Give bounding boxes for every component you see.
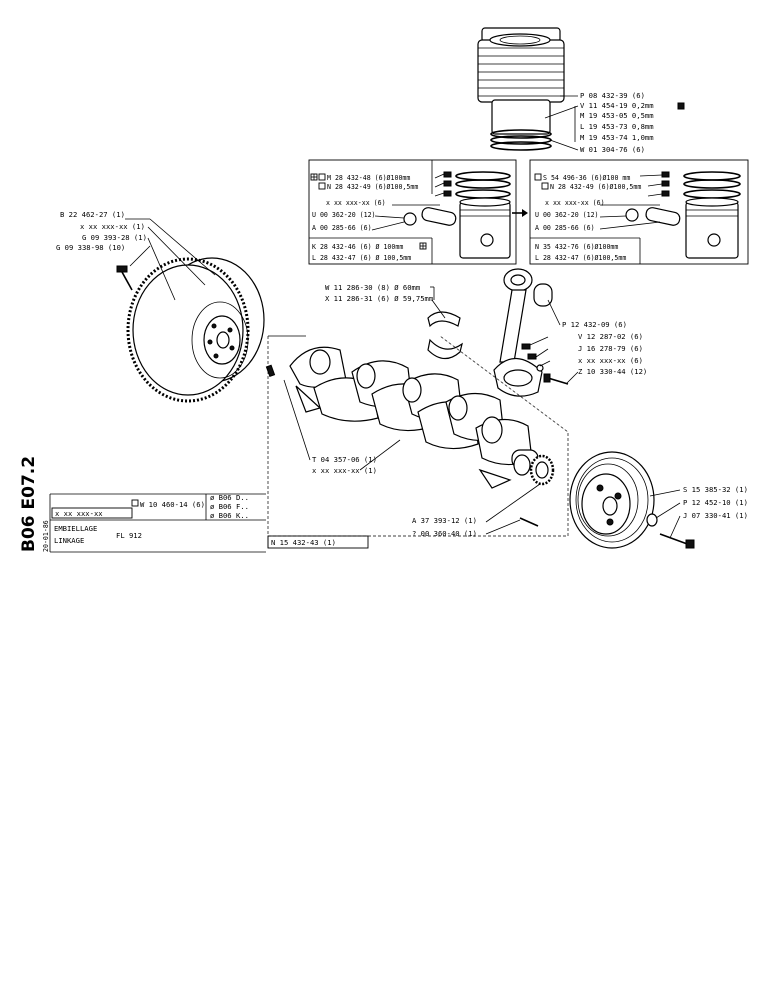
flywheel-label: x xx xxx-xx (1) [80,222,145,231]
conrod-label: J 16 278-79 (6) [578,344,643,353]
flywheel-label: G 09 338-98 (10) [56,243,125,252]
flywheel-label: B 22 462-27 (1) [60,210,125,219]
conrod-label: Z 10 330-44 (12) [578,367,647,376]
bearing-drawing [427,299,463,360]
arrow-right-icon [512,209,528,217]
piston-left-mid-label: x xx xxx-xx (6) [326,199,386,207]
legend-variant: ø B06 K.. [210,511,249,520]
gear-label: ? 00 360-40 (1) [412,529,477,538]
piston-left-box: M 28 432-48 (6)Ø100mm N 28 432-49 (6)Ø10… [308,159,517,265]
crankshaft-leaders [283,379,401,471]
sheet-date: 20-01-86 [42,520,50,552]
legend-title-en: LINKAGE [54,536,84,545]
pulley-labels: S 15 385-32 (1) P 12 452-10 (1) J 07 330… [683,485,748,520]
gear-label: A 37 393-12 (1) [412,516,477,525]
bearing-labels: W 11 286-30 (8) Ø 60mm X 11 286-31 (6) Ø… [325,283,435,303]
piston-left-mid-label: A 00 285-66 (6) [312,224,372,232]
piston-right-mid-label: A 00 285-66 (6) [535,224,595,232]
legend-variant: ø B06 F.. [210,502,249,511]
crankshaft-label: x xx xxx-xx (1) [312,466,377,475]
flywheel-label: G 09 393-28 (1) [82,233,147,242]
crankshaft-label: T 04 357-06 (1) [312,455,377,464]
piston-right-box: S 54 496-36 (6)Ø100 mm N 28 432-49 (6)Ø1… [529,159,749,265]
piston-left-top-label: N 28 432-49 (6)Ø100,5mm [327,183,418,191]
flywheel-drawing [116,257,276,403]
checkbox-icon [534,173,542,181]
cylinder-drawing [477,27,565,151]
assembly-box [267,535,369,549]
legend-model: FL 912 [116,531,142,540]
cylinder-labels: P 08 432-39 (6) V 11 454-19 0,2mm M 19 4… [580,91,685,154]
gear-leaders [485,483,541,535]
cylinder-label: V 11 454-19 0,2mm [580,101,654,110]
legend-table: x xx xxx-xx W 10 460-14 (6) ø B06 D.. ø … [49,493,266,553]
flywheel-leaders [125,218,216,301]
piston-right-mid-label: U 00 362-20 (12) [535,211,599,219]
cylinder-leaders [544,95,579,151]
piston-left-top-label: M 28 432-48 (6)Ø100mm [327,174,410,182]
conrod-label: x xx xxx-xx (6) [578,356,643,365]
cylinder-label: P 08 432-39 (6) [580,91,645,100]
pulley-drawing [569,451,695,549]
checkbox-icon [131,499,139,507]
piston-left-bottom-label: K 28 432-46 (6) Ø 100mm [312,243,403,251]
piston-right-mid-label: x xx xxx-xx (6) [545,199,605,207]
checkbox-icon [318,173,326,181]
conrod-labels: P 12 432-09 (6) V 12 287-02 (6) J 16 278… [562,320,647,376]
legend-variant: ø B06 D.. [210,493,249,502]
cylinder-label: W 01 304-76 (6) [580,145,645,154]
conrod-leaders [529,299,579,385]
pulley-label: S 15 385-32 (1) [683,485,748,494]
checkbox-icon [541,182,549,190]
filled-square-icon [677,102,685,110]
pulley-leaders [649,489,681,539]
piston-right-bottom-label: L 28 432-47 (6)Ø100,5mm [535,254,626,262]
pulley-label: J 07 330-41 (1) [683,511,748,520]
bearing-label: W 11 286-30 (8) Ø 60mm [325,283,420,292]
legend-title-fr: EMBIELLAGE [54,524,97,533]
cylinder-label: M 19 453-05 0,5mm [580,111,654,120]
legend-ref: x xx xxx-xx [55,509,103,518]
piston-left-mid-label: U 00 362-20 (12) [312,211,376,219]
legend-ref-box [51,507,133,519]
gear-labels: A 37 393-12 (1) ? 00 360-40 (1) [412,516,477,538]
pulley-label: P 12 452-10 (1) [683,498,748,507]
conrod-drawing [493,268,569,397]
piston-left-bottom-label: L 28 432-47 (6) Ø 100,5mm [312,254,411,262]
flywheel-labels: B 22 462-27 (1) x xx xxx-xx (1) G 09 393… [56,210,147,252]
sheet-code-label: B06 E07.2 [19,456,39,552]
cylinder-label: M 19 453-74 1,0mm [580,133,654,142]
legend-item: W 10 460-14 (6) [140,500,205,509]
gear-drawing [519,454,555,527]
piston-right-top-label: N 28 432-49 (6)Ø100,5mm [550,183,641,191]
piston-right-top-label: S 54 496-36 (6)Ø100 mm [543,174,630,182]
piston-right-bottom-label: N 35 432-76 (6)Ø100mm [535,243,618,251]
checkbox-icon [318,182,326,190]
cylinder-label: L 19 453-73 0,8mm [580,122,654,131]
crankshaft-drawing [289,346,539,489]
sheet-code: B06 E07.2 20-01-86 [19,456,50,552]
bearing-label: X 11 286-31 (6) Ø 59,75mm [325,294,433,303]
conrod-label: P 12 432-09 (6) [562,320,627,329]
crankshaft-labels: T 04 357-06 (1) x xx xxx-xx (1) N 15 432… [267,455,377,549]
crankshaft-assembly-label: N 15 432-43 (1) [271,538,336,547]
conrod-label: V 12 287-02 (6) [578,332,643,341]
